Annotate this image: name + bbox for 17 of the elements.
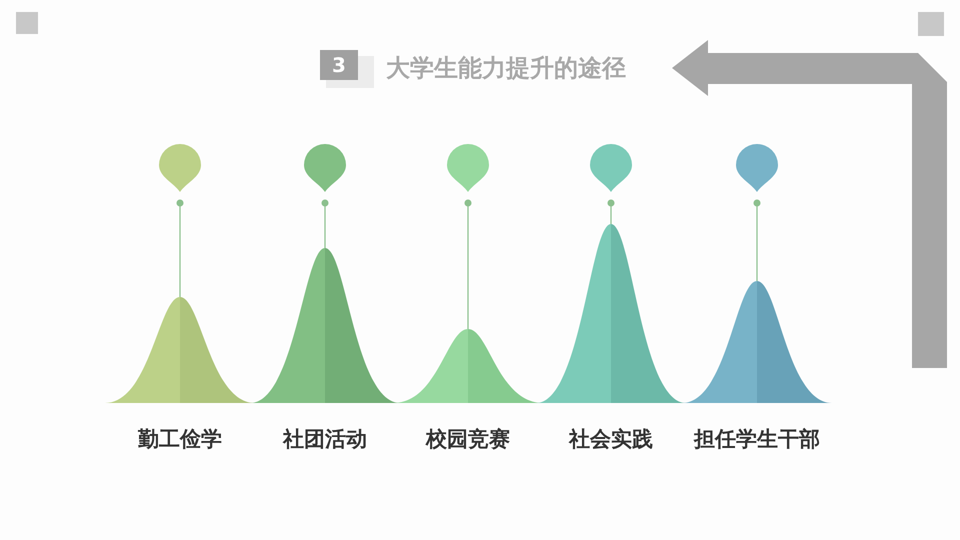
item-label: 担任学生干部	[692, 426, 821, 453]
map-pin-icon	[158, 143, 202, 193]
map-pin-icon	[446, 143, 490, 193]
connector-line	[322, 200, 328, 248]
map-pin-icon	[735, 143, 779, 193]
item-label: 校园竞赛	[424, 426, 511, 453]
connector-line	[608, 200, 614, 224]
map-pin-icon	[589, 143, 633, 193]
item-label: 社团活动	[282, 426, 368, 453]
map-pin-icon	[303, 143, 347, 193]
item-label: 社会实践	[568, 426, 654, 453]
connector-line	[176, 200, 184, 297]
item-label: 勤工俭学	[137, 426, 223, 453]
slide-title: 大学生能力提升的途径	[386, 53, 626, 84]
connector-line	[464, 200, 472, 329]
number-badge: 3	[320, 50, 358, 80]
connector-line	[754, 200, 760, 281]
